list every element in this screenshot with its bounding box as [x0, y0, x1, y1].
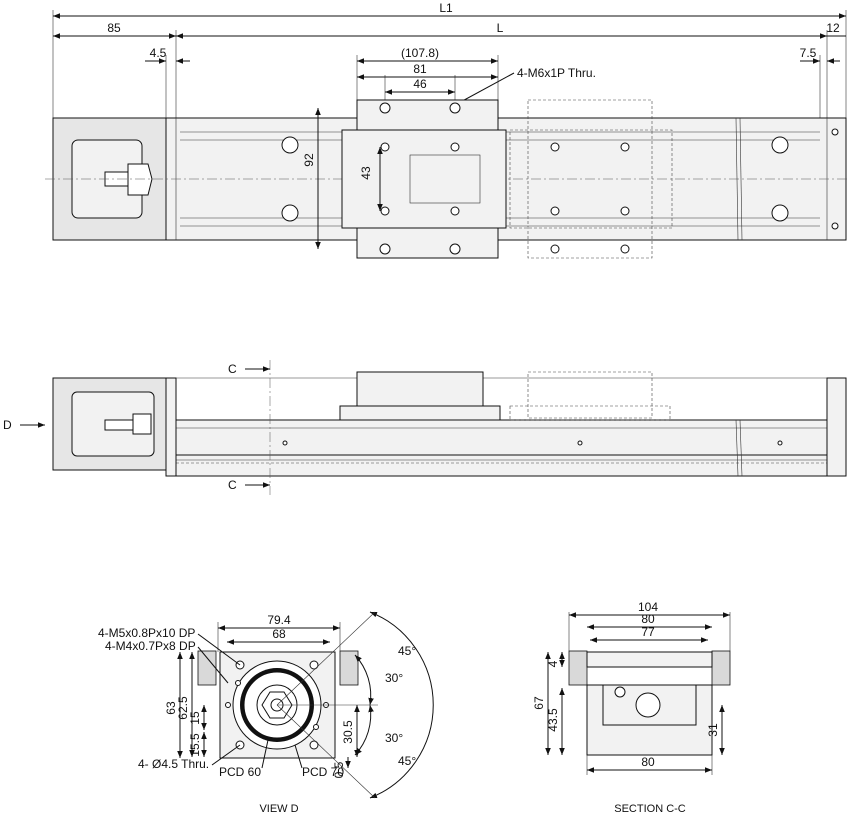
section-dim-31: 31 [706, 723, 720, 737]
section-dim-67: 67 [532, 696, 546, 710]
section-dim-77: 77 [641, 625, 655, 639]
section-top-plate [586, 651, 713, 668]
view-d: 79.4 68 4-M5x0.8Px10 DP 4-M4x0.7Px8 DP 4… [98, 611, 434, 815]
section-dim-80-top: 80 [641, 612, 655, 626]
dim-7-5: 7.5 [800, 46, 817, 60]
dim-107-8: (107.8) [401, 46, 439, 60]
view-d-dim-15: 15 [188, 711, 202, 725]
callout-m5: 4-M5x0.8Px10 DP [98, 626, 195, 640]
dim-12: 12 [826, 21, 840, 35]
dim-43: 43 [359, 166, 373, 180]
section-flange-left [568, 650, 588, 686]
side-view: C C D [3, 360, 847, 495]
section-dim-43-5: 43.5 [546, 708, 560, 732]
label-pcd70: PCD 70 [302, 765, 344, 779]
view-d-flange-left [197, 650, 217, 686]
mount-hole [281, 136, 299, 154]
dim-l1: L1 [439, 1, 453, 15]
view-d-dim-63: 63 [164, 701, 178, 715]
angle-45-top: 45° [398, 644, 416, 658]
view-d-dim-79-4: 79.4 [267, 613, 291, 627]
callout-thru: 4- Ø4.5 Thru. [138, 757, 209, 771]
dim-92: 92 [302, 153, 316, 167]
label-pcd60: PCD 60 [219, 765, 261, 779]
view-d-dim-68: 68 [272, 627, 286, 641]
top-view: L1 85 L 12 4.5 (107.8) 81 46 7.5 4-M6x1P… [45, 1, 848, 259]
dim-85: 85 [107, 21, 121, 35]
view-d-dim-30-5: 30.5 [341, 720, 355, 744]
section-flange-right [711, 650, 731, 686]
dim-46: 46 [413, 77, 427, 91]
caption-section-cc: SECTION C-C [614, 803, 686, 815]
callout-m4: 4-M4x0.7Px8 DP [105, 639, 196, 653]
view-mark-d: D [3, 418, 12, 432]
angle-30-top: 30° [385, 671, 403, 685]
section-cc: 104 80 77 67 4 43.5 31 80 SECTION C-C [532, 600, 731, 815]
carriage-block [341, 129, 507, 229]
caption-view-d: VIEW D [259, 803, 298, 815]
section-dim-104: 104 [638, 600, 658, 614]
dim-l: L [497, 21, 504, 35]
view-d-flange-right [339, 650, 359, 686]
view-d-dim-62-5: 62.5 [176, 696, 190, 720]
callout-m6: 4-M6x1P Thru. [517, 66, 596, 80]
view-d-dim-0-5: 0.5 [332, 761, 346, 778]
view-d-dim-15-5: 15.5 [188, 733, 202, 757]
dim-81: 81 [413, 62, 427, 76]
dim-4-5: 4.5 [150, 46, 167, 60]
section-dim-80-bottom: 80 [641, 755, 655, 769]
angle-45-bottom: 45° [398, 754, 416, 768]
section-mark-c-bottom: C [228, 478, 237, 492]
angle-30-bottom: 30° [385, 731, 403, 745]
section-mark-c-top: C [228, 362, 237, 376]
side-rail [175, 419, 828, 477]
section-dim-4: 4 [546, 660, 560, 667]
